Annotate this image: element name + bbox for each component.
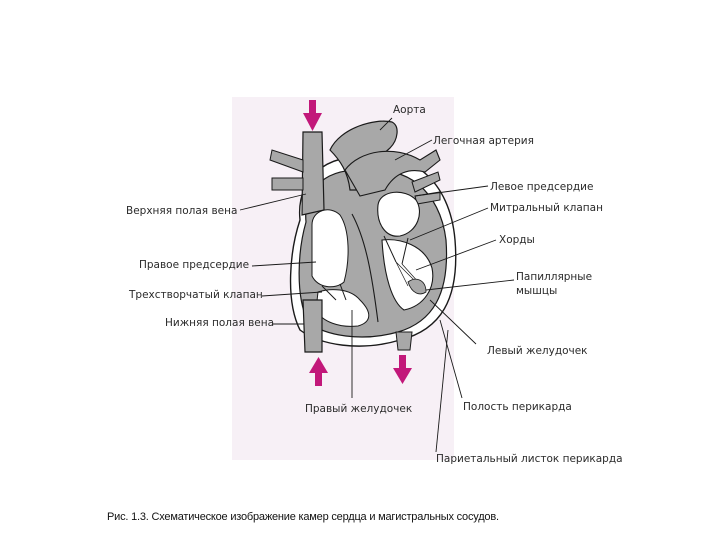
- left-atrium-chamber: [377, 191, 420, 237]
- right-atrium-chamber: [311, 209, 349, 288]
- label-pulmonary-artery: Легочная артерия: [433, 135, 534, 147]
- label-right-ventricle: Правый желудочек: [305, 403, 412, 415]
- label-chordae: Хорды: [499, 234, 535, 246]
- label-papillary-muscles-2: мышцы: [516, 285, 557, 297]
- superior-vena-cava: [301, 131, 325, 216]
- label-left-ventricle: Левый желудочек: [487, 345, 588, 357]
- label-mitral-valve: Митральный клапан: [490, 202, 603, 214]
- svc-branch-left: [269, 149, 304, 191]
- pulmonary-artery: [344, 149, 441, 197]
- label-parietal-pericardium: Париетальный листок перикарда: [436, 453, 623, 465]
- leader-lines: [239, 117, 515, 453]
- label-pericardial-cavity: Полость перикарда: [463, 401, 572, 413]
- inferior-vena-cava: [302, 299, 323, 353]
- label-inferior-vena-cava: Нижняя полая вена: [165, 317, 274, 329]
- descending-aorta-stub: [395, 331, 413, 351]
- label-left-atrium: Левое предсердие: [490, 181, 593, 193]
- label-aorta: Аорта: [393, 104, 426, 116]
- mitral-valve: [383, 235, 409, 265]
- arrow-icon: [303, 100, 322, 131]
- papillary-muscle: [407, 278, 427, 295]
- figure-caption: Рис. 1.3. Схематическое изображение каме…: [107, 511, 499, 523]
- interventricular-septum: [351, 213, 379, 323]
- label-superior-vena-cava: Верхняя полая вена: [126, 205, 237, 217]
- tricuspid-valve: [321, 283, 347, 301]
- label-right-atrium: Правое предсердие: [139, 259, 249, 271]
- label-papillary-muscles-1: Папиллярные: [516, 271, 592, 283]
- right-ventricle-chamber: [315, 289, 370, 327]
- arrow-icon: [393, 355, 412, 384]
- arrow-icon: [309, 357, 328, 386]
- label-tricuspid-valve: Трехстворчатый клапан: [128, 289, 263, 301]
